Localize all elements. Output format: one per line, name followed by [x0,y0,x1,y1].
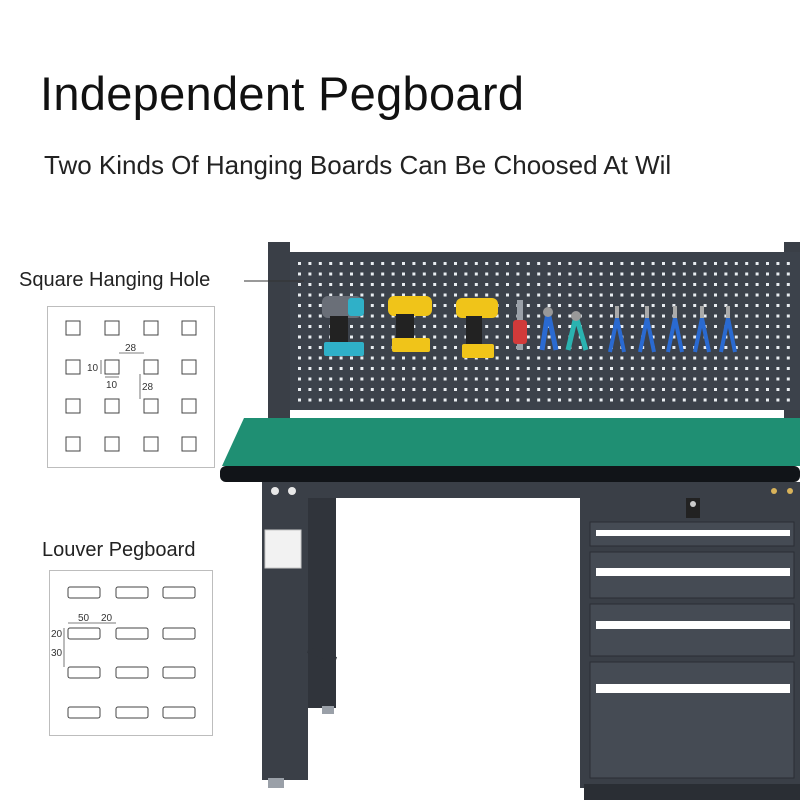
drawer [589,603,795,657]
pegboard-holes [298,262,790,402]
leveling-foot [268,778,284,788]
dim-slot-width: 50 [78,613,90,624]
drill-icon [322,296,364,356]
pliers-icon [638,306,656,353]
page-subtitle: Two Kinds Of Hanging Boards Can Be Choos… [44,150,672,180]
drawer-handle [596,530,790,536]
drawer [589,551,795,599]
apron [262,482,800,498]
label-plate [264,529,302,569]
square-hole-label: Square Hanging Hole [19,269,211,291]
dim-hole-height: 10 [87,363,99,374]
pliers-icon [539,307,559,351]
pliers-icon [666,306,684,353]
wrench-icon [513,300,527,350]
leveling-foot [322,706,334,714]
dim-vertical-spacing: 28 [142,382,154,393]
worktop-edge [220,466,800,482]
drill-icon [456,298,498,358]
drawer-handle [596,568,790,576]
scissors-icon [565,311,589,351]
page-title: Independent Pegboard [40,67,525,120]
louver-diagram: 50 20 20 30 [49,570,213,736]
outlet [771,488,777,494]
drawer-handle [596,621,790,629]
drawer [589,521,795,547]
left-leg-side [308,498,336,708]
dim-slot-height: 20 [51,629,63,640]
pegboard-left-upright [268,242,290,422]
pliers-icon [693,306,711,353]
outlet [787,488,793,494]
power-socket [271,487,279,495]
pliers-icon [608,306,626,353]
drawer [589,661,795,779]
dim-slot-gap: 20 [101,613,113,624]
lock-icon [686,498,700,518]
pliers-icon [719,306,737,353]
dim-hole-width: 10 [106,380,118,391]
drawer-handle [596,684,790,693]
dim-horizontal-spacing: 28 [125,343,137,354]
square-hole-diagram: 28 10 10 28 [47,306,215,468]
dim-vertical-spacing: 30 [51,648,63,659]
louver-label: Louver Pegboard [42,539,196,561]
drill-icon [388,296,432,352]
power-socket [288,487,296,495]
worktop-surface [222,418,800,466]
